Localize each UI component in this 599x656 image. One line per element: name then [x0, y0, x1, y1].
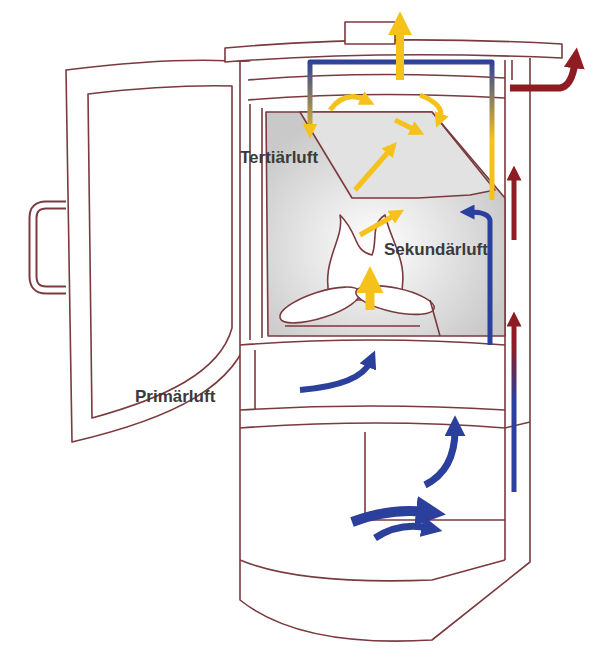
firebox-frame [250, 104, 262, 340]
gas-arrow [355, 150, 390, 190]
air-label: Primärluft [135, 387, 215, 407]
up-arrow [425, 430, 455, 485]
inflow-arrow [375, 526, 428, 538]
air-label: Tertiärluft [240, 148, 318, 168]
stove-body [240, 58, 530, 641]
secondary-air-arrow [470, 212, 490, 345]
hot-air-exit [510, 62, 575, 88]
side-air-arrow [512, 322, 517, 492]
log [276, 280, 364, 331]
door-window [88, 86, 232, 418]
log [353, 280, 436, 320]
gas-arrow [395, 120, 415, 130]
ash-drawer [240, 340, 505, 410]
top-rim [248, 74, 505, 100]
door-handle-inner [33, 205, 66, 290]
side-panel [505, 60, 512, 560]
door [66, 60, 250, 442]
flue [345, 22, 395, 44]
flame-arrow [366, 285, 375, 310]
tertiary-air-duct [310, 62, 492, 200]
baffle [300, 112, 495, 198]
firebox [266, 112, 505, 336]
gas-arrow [360, 215, 395, 235]
flue-arrow [396, 28, 404, 80]
air-label: Sekundärluft [384, 240, 488, 260]
grate [285, 300, 440, 336]
inflow-arrow [352, 511, 425, 522]
lower-compartment [240, 422, 530, 581]
convection-arrow [512, 176, 517, 240]
primary-air-arrow [300, 362, 370, 390]
gas-arrow [420, 95, 441, 118]
door-handle [33, 205, 66, 290]
gas-arrow [330, 97, 365, 110]
